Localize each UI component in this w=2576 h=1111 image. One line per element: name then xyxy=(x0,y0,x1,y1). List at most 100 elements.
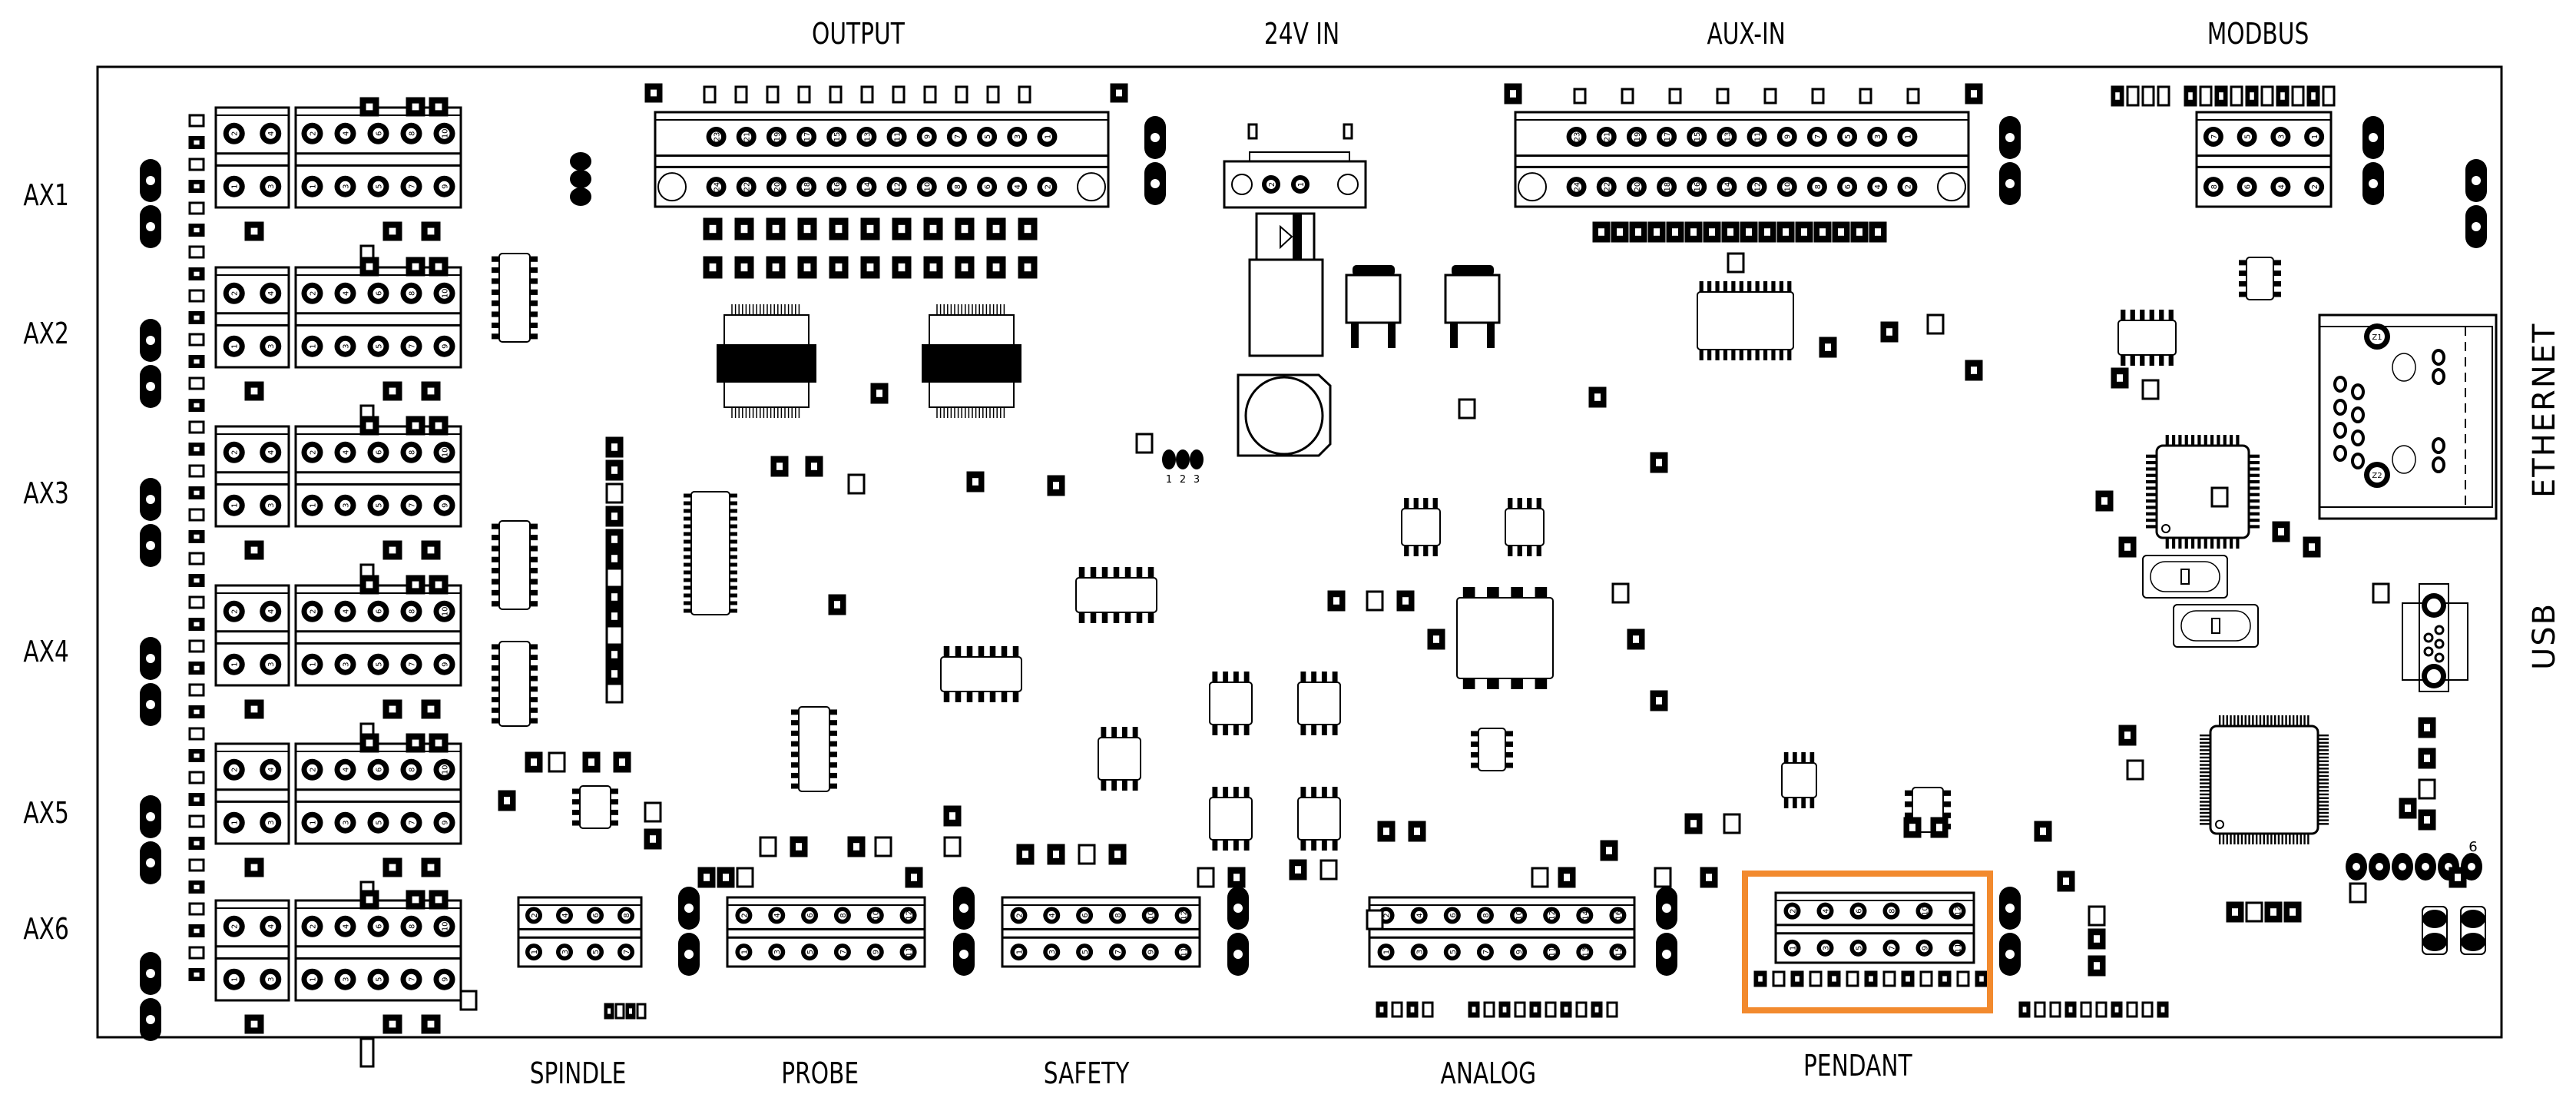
ic-aux-ssop xyxy=(1697,281,1794,360)
pin-number: 11 xyxy=(1955,944,1963,953)
pendant-smd xyxy=(1772,970,1786,987)
ic-pin xyxy=(2239,270,2247,277)
smd-body xyxy=(1531,867,1549,888)
ic-pendant-aux xyxy=(1781,752,1817,808)
smd-component xyxy=(2088,928,2106,950)
qfp-pin xyxy=(2307,715,2309,726)
smd-center xyxy=(2250,92,2254,100)
label-output: OUTPUT xyxy=(812,17,905,51)
smd-center xyxy=(2040,827,2046,835)
qfp-pin xyxy=(2248,715,2250,726)
aux-in-smd xyxy=(1684,221,1703,243)
pin-center xyxy=(372,340,384,352)
smd-body xyxy=(2080,1001,2092,1018)
smd-body xyxy=(1366,590,1384,612)
pin-center xyxy=(339,128,351,139)
left-column-smd xyxy=(188,224,205,237)
axis-2-mount-pads xyxy=(140,319,161,408)
qfp-pin xyxy=(2240,834,2243,844)
left-column-smd xyxy=(188,420,205,434)
ic-pin xyxy=(730,570,737,575)
smd-component xyxy=(613,751,631,773)
ic-pin xyxy=(530,579,538,585)
pin-center xyxy=(1752,181,1763,192)
pin-number: 8 xyxy=(1482,913,1491,917)
pin-number: 3 xyxy=(1048,950,1057,954)
qfp-pin xyxy=(2226,834,2228,844)
smd-center xyxy=(427,705,435,713)
ic-pin xyxy=(730,501,737,506)
pin-number: 15 xyxy=(1694,132,1702,142)
output-smd xyxy=(797,217,817,240)
ic-pin xyxy=(1809,798,1815,808)
smd-body xyxy=(1366,909,1384,930)
pin-number: 1 xyxy=(310,344,318,349)
ic-body xyxy=(1098,737,1141,781)
pin-number: 1 xyxy=(231,344,240,349)
pin-number: 6 xyxy=(592,913,601,917)
jumper-pin xyxy=(2461,933,2485,951)
pin-number: 5 xyxy=(1081,950,1090,954)
ic-pin xyxy=(530,289,538,295)
ic-pin xyxy=(1943,801,1951,808)
pin-center xyxy=(1721,131,1732,142)
qfp-pin xyxy=(2200,738,2210,741)
jack-contact xyxy=(2432,368,2445,385)
qfp-pin xyxy=(2200,745,2210,748)
ic-dcdc xyxy=(1456,587,1554,689)
ic-pin xyxy=(943,646,950,657)
axis-smd xyxy=(406,890,425,910)
qfp-pin xyxy=(2146,499,2157,503)
qfp-pin xyxy=(2255,715,2258,726)
ic-pin xyxy=(492,697,499,703)
pin-number: 8 xyxy=(409,768,417,772)
pin-center xyxy=(306,287,318,299)
smd-body xyxy=(1018,85,1031,104)
smd-center xyxy=(876,390,882,397)
smd-body xyxy=(2349,882,2367,904)
qfp-pin xyxy=(2249,525,2260,529)
ic-pin xyxy=(1755,281,1760,292)
qfp-pin xyxy=(2318,749,2329,751)
pin-center xyxy=(904,947,913,957)
pin-center xyxy=(1613,947,1622,957)
pin-number: 9 xyxy=(442,503,450,508)
smd-center xyxy=(389,864,396,871)
aux-in-led xyxy=(1763,88,1777,104)
pin-center xyxy=(372,817,384,828)
ic-pin xyxy=(730,578,737,582)
ic-pin xyxy=(1779,281,1783,292)
pin-center xyxy=(439,446,450,458)
smd-center xyxy=(194,578,200,583)
smd-center xyxy=(194,184,200,189)
ic-pin xyxy=(492,546,499,552)
smd-body xyxy=(1809,970,1823,987)
axis-smd xyxy=(244,1014,264,1034)
pin-number: 3 xyxy=(773,950,782,954)
pin-center xyxy=(1481,910,1490,920)
ic-pin xyxy=(966,691,973,702)
pin-center xyxy=(1041,181,1052,192)
pin-center xyxy=(1415,947,1424,957)
pad-hole xyxy=(2005,179,2015,188)
pin-number: 1 xyxy=(310,503,318,508)
pendant-highlight-box[interactable] xyxy=(1742,871,1993,1013)
qfp-pin xyxy=(2223,538,2227,549)
left-column-smd xyxy=(188,946,205,960)
qfp-pin xyxy=(2318,804,2329,807)
pin-center xyxy=(406,658,417,670)
ic-pin xyxy=(978,691,985,702)
smd-center xyxy=(1022,851,1028,858)
pin-center xyxy=(1691,131,1702,142)
ic-pin xyxy=(966,646,973,657)
smd-center xyxy=(427,1020,435,1028)
ic-pin xyxy=(1423,498,1429,509)
left-column-smd xyxy=(188,333,205,347)
ic-pin xyxy=(791,772,799,778)
qfp-pin xyxy=(2259,715,2262,726)
ic-pin xyxy=(1321,840,1327,851)
pin-number: 3 xyxy=(343,662,351,667)
smd-center xyxy=(1564,874,1570,881)
pad-hole xyxy=(146,812,155,821)
smd-center xyxy=(1875,228,1881,236)
